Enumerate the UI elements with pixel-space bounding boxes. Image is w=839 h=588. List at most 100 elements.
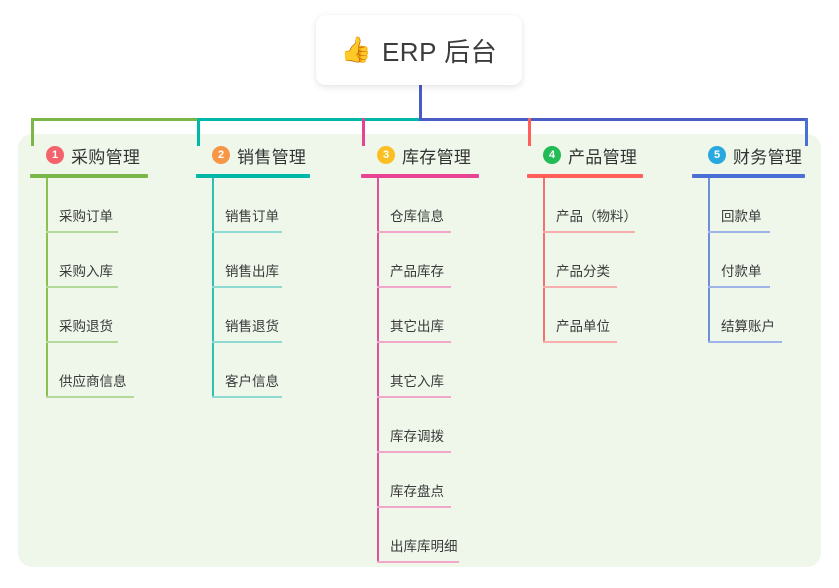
thumbs-up-icon: 👍 (340, 35, 372, 64)
column-badge-1: 1 (46, 146, 64, 164)
leaf-item[interactable]: 其它入库 (377, 343, 479, 398)
leaf-label: 产品分类 (556, 264, 610, 279)
leaf-rule (212, 286, 282, 288)
column-children-5: 回款单付款单结算账户 (708, 178, 805, 343)
column-title-2: 销售管理 (237, 147, 307, 167)
leaf-item[interactable]: 采购入库 (46, 233, 148, 288)
leaf-rule (377, 286, 451, 288)
diagram-background-panel (18, 134, 821, 567)
leaf-label: 付款单 (721, 264, 762, 279)
column-2: 2 销售管理销售订单销售出库销售退货客户信息 (196, 143, 310, 398)
leaf-item[interactable]: 仓库信息 (377, 178, 479, 233)
leaf-label: 结算账户 (721, 319, 775, 334)
leaf-item[interactable]: 产品（物料） (543, 178, 643, 233)
leaf-item[interactable]: 采购退货 (46, 288, 148, 343)
leaf-rule (212, 396, 282, 398)
leaf-rule (377, 231, 451, 233)
column-title-3: 库存管理 (402, 147, 472, 167)
root-trunk-connector (419, 82, 422, 121)
column-spine-3 (377, 178, 379, 563)
column-badge-5: 5 (708, 146, 726, 164)
leaf-rule (543, 286, 617, 288)
leaf-rule (46, 286, 118, 288)
column-rule-5 (692, 174, 805, 178)
drop-connector-3 (362, 118, 365, 146)
leaf-rule (377, 506, 451, 508)
column-children-4: 产品（物料） 产品分类产品单位 (543, 178, 643, 343)
column-badge-4: 4 (543, 146, 561, 164)
column-spine-1 (46, 178, 48, 398)
leaf-item[interactable]: 销售退货 (212, 288, 310, 343)
leaf-label: 销售订单 (225, 209, 279, 224)
column-header-2[interactable]: 2 销售管理 (196, 143, 310, 167)
leaf-item[interactable]: 库存调拨 (377, 398, 479, 453)
leaf-rule (708, 231, 770, 233)
leaf-item[interactable]: 回款单 (708, 178, 805, 233)
leaf-rule (543, 341, 617, 343)
leaf-item[interactable]: 出库库明细 (377, 508, 479, 563)
column-rule-3 (361, 174, 479, 178)
column-header-1[interactable]: 1 采购管理 (30, 143, 148, 167)
leaf-item[interactable]: 供应商信息 (46, 343, 148, 398)
leaf-label: 产品单位 (556, 319, 610, 334)
drop-connector-2 (197, 118, 200, 146)
column-title-5: 财务管理 (733, 147, 803, 167)
drop-connector-4 (528, 118, 531, 146)
leaf-rule (708, 341, 782, 343)
column-title-1: 采购管理 (71, 147, 141, 167)
column-spine-5 (708, 178, 710, 343)
leaf-item[interactable]: 产品分类 (543, 233, 643, 288)
leaf-label: 采购入库 (59, 264, 113, 279)
leaf-item[interactable]: 产品库存 (377, 233, 479, 288)
leaf-label: 采购退货 (59, 319, 113, 334)
leaf-rule (377, 451, 451, 453)
column-rule-2 (196, 174, 310, 178)
column-rule-1 (30, 174, 148, 178)
leaf-rule (212, 341, 282, 343)
column-spine-4 (543, 178, 545, 343)
leaf-rule (377, 341, 451, 343)
leaf-item[interactable]: 结算账户 (708, 288, 805, 343)
leaf-rule (543, 231, 635, 233)
leaf-item[interactable]: 销售订单 (212, 178, 310, 233)
leaf-label: 库存盘点 (390, 484, 444, 499)
root-node[interactable]: 👍 ERP 后台 (316, 15, 522, 85)
leaf-rule (46, 341, 118, 343)
leaf-label: 销售退货 (225, 319, 279, 334)
column-children-3: 仓库信息产品库存其它出库其它入库库存调拨库存盘点出库库明细 (377, 178, 479, 563)
leaf-label: 出库库明细 (390, 539, 458, 554)
column-children-1: 采购订单采购入库采购退货供应商信息 (46, 178, 148, 398)
leaf-label: 其它出库 (390, 319, 444, 334)
column-badge-2: 2 (212, 146, 230, 164)
column-children-2: 销售订单销售出库销售退货客户信息 (212, 178, 310, 398)
leaf-rule (46, 396, 134, 398)
leaf-label: 产品（物料） (556, 209, 637, 224)
leaf-item[interactable]: 付款单 (708, 233, 805, 288)
leaf-label: 采购订单 (59, 209, 113, 224)
bus-segment-1 (31, 118, 197, 121)
leaf-label: 客户信息 (225, 374, 279, 389)
leaf-label: 供应商信息 (59, 374, 127, 389)
root-node-title: ERP 后台 (381, 36, 498, 67)
leaf-label: 仓库信息 (390, 209, 444, 224)
drop-connector-1 (31, 118, 34, 146)
leaf-item[interactable]: 销售出库 (212, 233, 310, 288)
leaf-item[interactable]: 其它出库 (377, 288, 479, 343)
column-header-5[interactable]: 5 财务管理 (692, 143, 805, 167)
leaf-label: 销售出库 (225, 264, 279, 279)
leaf-rule (46, 231, 118, 233)
leaf-label: 其它入库 (390, 374, 444, 389)
bus-segment-3 (419, 118, 808, 121)
column-spine-2 (212, 178, 214, 398)
leaf-item[interactable]: 客户信息 (212, 343, 310, 398)
column-1: 1 采购管理采购订单采购入库采购退货供应商信息 (30, 143, 148, 398)
leaf-rule (708, 286, 770, 288)
bus-segment-2 (197, 118, 422, 121)
leaf-item[interactable]: 库存盘点 (377, 453, 479, 508)
leaf-item[interactable]: 产品单位 (543, 288, 643, 343)
leaf-rule (212, 231, 282, 233)
leaf-item[interactable]: 采购订单 (46, 178, 148, 233)
